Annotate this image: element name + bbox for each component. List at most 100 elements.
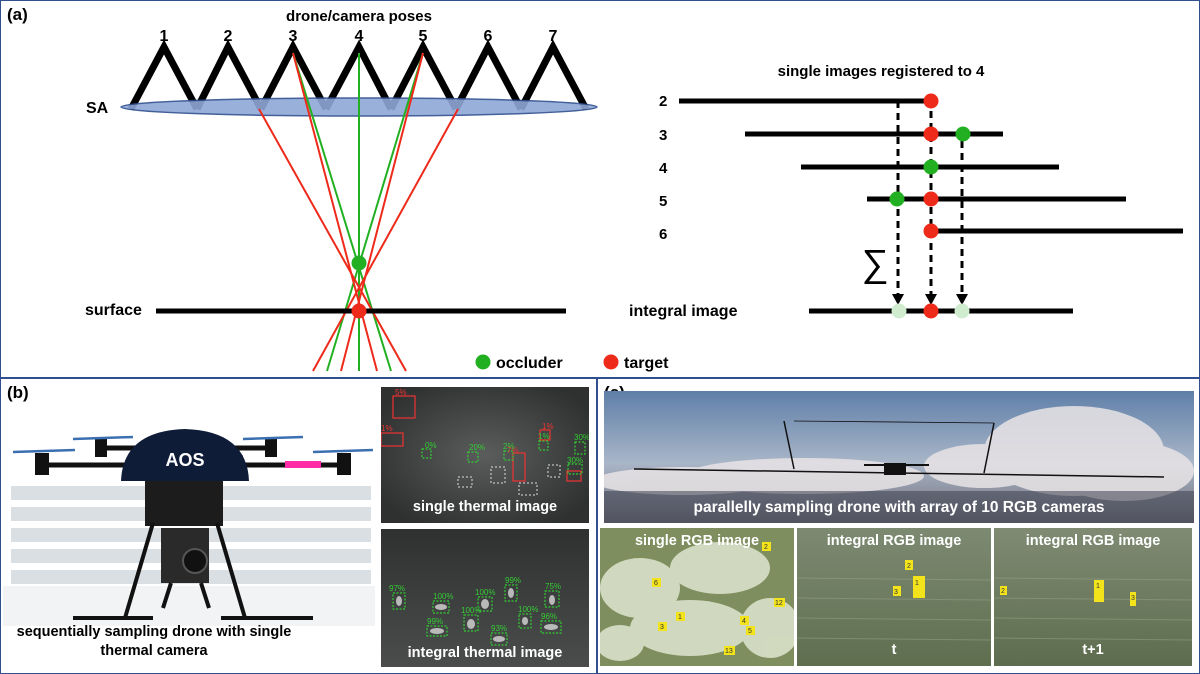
single-rgb-graphic: 2 6 1 3 4 5 12 13 <box>600 528 794 666</box>
integral-tag-t-3: 3 <box>894 589 898 596</box>
drone-dome <box>121 429 249 481</box>
integral-rgb-image-t1: 2 1 3 integral RGB image t+1 <box>994 528 1192 666</box>
green-label-6: 30% <box>567 456 583 465</box>
integral-thermal-caption: integral thermal image <box>407 645 563 661</box>
single-rgb-tags <box>652 542 785 655</box>
integral-label-6: 99% <box>427 617 443 626</box>
panel-b: (b) <box>0 378 597 674</box>
target-dot-image-5 <box>923 191 939 207</box>
integral-label-8: 100% <box>518 605 538 614</box>
pose-triangle-7 <box>517 39 590 111</box>
row-label-2: 2 <box>659 93 667 110</box>
ray-green-3 <box>292 52 392 372</box>
row-label-3: 3 <box>659 127 667 144</box>
single-rgb-caption: single RGB image <box>634 533 760 549</box>
legend-occluder-label: occluder <box>496 355 563 372</box>
single-tag-2: 2 <box>764 544 768 551</box>
sky-photo: parallelly sampling drone with array of … <box>604 391 1194 523</box>
integral-label-7: 100% <box>461 606 481 615</box>
pose-triangle-6 <box>452 39 525 111</box>
red-label-1: 5% <box>395 388 407 397</box>
panel-label-b: (b) <box>7 383 29 402</box>
sa-label: SA <box>86 100 109 117</box>
pink-marker <box>285 461 321 468</box>
target-dot-image-6 <box>923 223 939 239</box>
red-boxes <box>381 395 582 482</box>
integral-label-10: 96% <box>541 612 557 621</box>
occluder-dot-image-4 <box>923 159 939 175</box>
integral-label-5: 75% <box>545 582 561 591</box>
grass-texture-2 <box>994 577 1192 641</box>
red-label-4: 7% <box>507 446 519 455</box>
single-thermal-image: 5% 1% 1% 7% 0% 20% 2% 1% 30% 30% single … <box>381 387 589 523</box>
single-tag-3: 3 <box>660 624 664 631</box>
integral-rgb-graphic-t: 2 3 1 <box>797 528 991 666</box>
pose-triangle-2 <box>193 39 265 111</box>
legend-occluder-dot <box>475 354 491 370</box>
surface-label: surface <box>85 302 142 319</box>
target-dot-integral <box>923 303 939 319</box>
white-boxes <box>457 464 561 496</box>
occluder-dot-image-5 <box>889 191 905 207</box>
integral-label-1: 97% <box>389 584 405 593</box>
drone-photo: AOS <box>3 429 375 626</box>
faded-occluder-right <box>954 303 970 319</box>
arrow-head-center <box>925 294 937 305</box>
drone-aos-text: AOS <box>165 450 204 470</box>
drone-body <box>145 481 223 526</box>
red-label-2: 1% <box>381 424 393 433</box>
row-label-5: 5 <box>659 193 667 210</box>
pose-triangles <box>127 39 590 111</box>
single-tag-1: 1 <box>678 614 682 621</box>
row-label-6: 6 <box>659 226 667 243</box>
poses-title: drone/camera poses <box>286 8 432 25</box>
time-label-t1: t+1 <box>1082 642 1104 658</box>
integral-tag-t-2: 2 <box>907 563 911 570</box>
single-tag-13: 13 <box>725 648 733 655</box>
ray-red-5 <box>340 52 424 372</box>
integral-tag-t-1: 1 <box>915 580 919 587</box>
ray-red-2 <box>258 108 407 372</box>
red-label-3: 1% <box>542 422 554 431</box>
pose-number-1: 1 <box>160 28 169 45</box>
green-label-5: 30% <box>574 433 589 442</box>
faded-occluder-left <box>891 303 907 319</box>
target-dot <box>351 303 367 319</box>
pose-number-5: 5 <box>419 28 428 45</box>
integral-tags-t <box>893 560 925 598</box>
synthetic-aperture-diagram: drone/camera poses 1 2 3 4 5 6 7 SA <box>85 8 1183 372</box>
ray-red-3 <box>292 52 378 372</box>
time-label-t: t <box>891 642 897 658</box>
green-label-4: 1% <box>538 432 550 441</box>
legend-target-label: target <box>624 355 669 372</box>
pose-triangle-1 <box>127 39 201 111</box>
motors <box>35 439 351 475</box>
ray-red-6 <box>312 108 459 372</box>
integral-rgb-caption-t1: integral RGB image <box>1025 533 1161 549</box>
integral-rgb-caption-t: integral RGB image <box>826 533 962 549</box>
occluder-dot <box>351 255 367 271</box>
pose-number-6: 6 <box>484 28 493 45</box>
parallel-drone-caption: parallelly sampling drone with array of … <box>693 499 1105 516</box>
integral-tags-t1 <box>1000 580 1136 606</box>
arrow-head-left <box>892 294 904 305</box>
panel-c: (c) <box>597 378 1200 674</box>
integral-label-2: 100% <box>433 592 453 601</box>
pose-number-2: 2 <box>224 28 233 45</box>
single-thermal-caption: single thermal image <box>412 499 558 515</box>
pose-triangle-3 <box>257 39 330 111</box>
green-boxes <box>421 440 586 475</box>
grass-texture <box>797 577 991 641</box>
sky-photo-graphic <box>604 391 1194 523</box>
integral-image-label: integral image <box>629 303 738 320</box>
single-tag-6: 6 <box>654 580 658 587</box>
integral-thermal-overlay: 97% 100% 100% 99% 75% 99% 100% 100% 93% … <box>381 529 589 667</box>
pose-triangle-5 <box>387 39 460 111</box>
pose-number-4: 4 <box>355 28 364 45</box>
sum-symbol: ∑ <box>861 243 888 285</box>
panel-label-a: (a) <box>7 5 28 24</box>
legend-target-dot <box>603 354 619 370</box>
single-tag-12: 12 <box>775 600 783 607</box>
occluder-dot-image-3 <box>955 126 971 142</box>
arrow-head-right <box>956 294 968 305</box>
